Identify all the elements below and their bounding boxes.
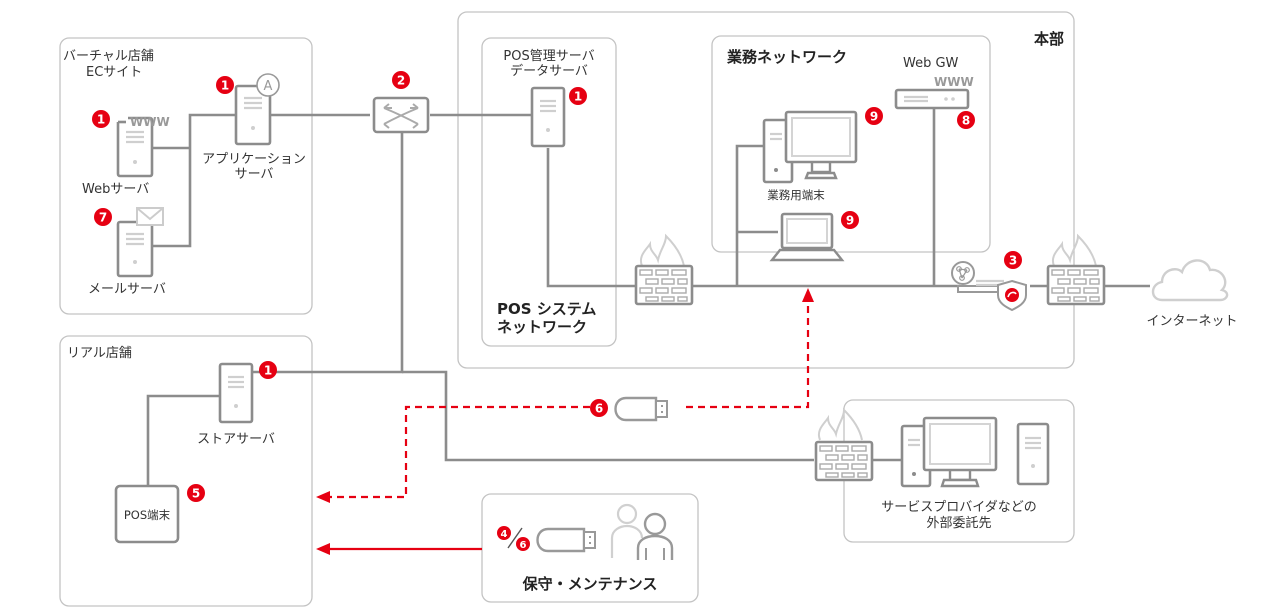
- pos-management-server[interactable]: POS管理サーバ データサーバ: [503, 49, 595, 148]
- badge-web-server: 1: [92, 110, 110, 128]
- envelope-icon: [136, 207, 164, 226]
- badge-store-server: 1: [259, 361, 277, 379]
- internet-label: インターネット: [1146, 314, 1237, 329]
- svg-text:7: 7: [99, 211, 107, 225]
- maintenance-title: 保守・メンテナンス: [522, 575, 658, 593]
- threat-flows: [316, 288, 814, 555]
- business-laptop[interactable]: [769, 212, 845, 262]
- svg-text:1: 1: [97, 113, 105, 127]
- web-gateway[interactable]: Web GW WWW: [894, 56, 974, 110]
- network-switch[interactable]: [372, 96, 430, 134]
- internet-firewall[interactable]: [1046, 233, 1106, 306]
- usb-flow-to-pos: [328, 405, 590, 499]
- link-mail-app: [152, 113, 236, 248]
- pos-terminal-label: POS端末: [124, 508, 171, 522]
- svg-text:3: 3: [1009, 254, 1017, 268]
- svg-text:2: 2: [397, 74, 405, 88]
- badge-app-server: 1: [216, 76, 234, 94]
- link-business-pc: [735, 144, 764, 286]
- svg-text:1: 1: [264, 364, 272, 378]
- virtual-store-title-1: バーチャル店舗: [63, 49, 154, 64]
- external-pc[interactable]: [900, 416, 998, 488]
- store-server[interactable]: ストアサーバ: [197, 362, 275, 447]
- svg-text:5: 5: [192, 487, 200, 501]
- badge-web-gw: 8: [957, 111, 975, 129]
- www-icon: WWW: [934, 75, 974, 89]
- www-icon: WWW: [130, 115, 170, 129]
- svg-text:9: 9: [870, 110, 878, 124]
- business-pc-label: 業務用端末: [767, 188, 825, 202]
- svg-text:1: 1: [574, 90, 582, 104]
- security-appliance[interactable]: [951, 261, 1027, 312]
- arrow-head-icon: [316, 491, 330, 503]
- link-posmgmt-backbone: [546, 148, 636, 288]
- server-vent-icon: [228, 375, 244, 408]
- link-switch-external: [402, 370, 814, 462]
- business-network-title: 業務ネットワーク: [726, 48, 847, 66]
- svg-text:6: 6: [520, 540, 527, 551]
- pos-mgmt-label-1: POS管理サーバ: [503, 49, 594, 64]
- server-vent-icon: [126, 232, 144, 264]
- app-server-label-2: サーバ: [235, 167, 274, 182]
- badge-maintenance-usb: 4 6: [497, 526, 530, 551]
- external-firewall[interactable]: [814, 407, 874, 482]
- store-server-label: ストアサーバ: [197, 432, 275, 447]
- svg-text:8: 8: [962, 114, 970, 128]
- svg-text:6: 6: [595, 402, 603, 416]
- pos-system-network-title-1: POS システム: [497, 300, 596, 318]
- internet[interactable]: インターネット: [1146, 259, 1238, 329]
- web-server-label: Webサーバ: [82, 182, 149, 197]
- network-node-icon: [956, 266, 970, 281]
- pos-mgmt-label-2: データサーバ: [510, 63, 588, 79]
- badge-security-appliance: 3: [1004, 251, 1022, 269]
- badge-business-laptop: 9: [841, 211, 859, 229]
- badge-usb-flow: 6: [590, 399, 608, 417]
- headquarters-title: 本部: [1034, 30, 1064, 48]
- server-vent-icon: [244, 96, 262, 130]
- svg-text:A: A: [264, 79, 273, 94]
- badge-mail-server: 7: [94, 208, 112, 226]
- web-server[interactable]: WWW Webサーバ: [82, 112, 170, 197]
- brick-icon: [819, 445, 868, 478]
- real-store-title: リアル店舗: [67, 346, 132, 361]
- svg-text:9: 9: [846, 214, 854, 228]
- network-links: [146, 108, 1150, 486]
- usb-drive[interactable]: [614, 396, 668, 422]
- svg-text:4: 4: [501, 529, 508, 540]
- mail-server-label: メールサーバ: [88, 282, 166, 297]
- app-server-label-1: アプリケーション: [202, 152, 306, 167]
- server-vent-icon: [126, 130, 144, 164]
- pos-firewall[interactable]: [634, 233, 694, 306]
- maintenance-usb-drive[interactable]: [536, 527, 596, 553]
- badge-pos-mgmt-server: 1: [569, 87, 587, 105]
- arrow-head-icon: [802, 288, 814, 302]
- svg-text:1: 1: [221, 79, 229, 93]
- external-server[interactable]: [1016, 422, 1050, 486]
- link-store-pos: [146, 394, 220, 486]
- external-provider-title-1: サービスプロバイダなどの: [881, 500, 1036, 515]
- external-provider-title-2: 外部委託先: [926, 515, 991, 531]
- brick-icon: [1051, 269, 1100, 302]
- server-vent-icon: [1025, 436, 1041, 468]
- server-vent-icon: [540, 99, 556, 132]
- pos-system-network-title-2: ネットワーク: [497, 318, 587, 336]
- brick-icon: [639, 269, 688, 302]
- web-gw-label: Web GW: [903, 56, 959, 71]
- app-icon: A: [256, 73, 280, 97]
- virtual-store-title-2: ECサイト: [86, 65, 142, 80]
- cloud-icon: [1151, 259, 1229, 302]
- shield-icon: [997, 279, 1027, 312]
- mail-server[interactable]: メールサーバ: [88, 207, 166, 297]
- pos-terminal[interactable]: POS端末: [114, 484, 180, 544]
- badge-business-pc: 9: [865, 107, 883, 125]
- switch-arrows-icon: [383, 103, 419, 129]
- maintenance-people-icon: [610, 503, 674, 560]
- business-pc[interactable]: 業務用端末: [762, 110, 858, 202]
- badge-pos-terminal: 5: [187, 484, 205, 502]
- badge-switch: 2: [392, 71, 410, 89]
- usb-flow-to-hq: [686, 300, 810, 409]
- application-server[interactable]: A アプリケーション サーバ: [202, 73, 306, 182]
- arrow-head-icon: [316, 543, 330, 555]
